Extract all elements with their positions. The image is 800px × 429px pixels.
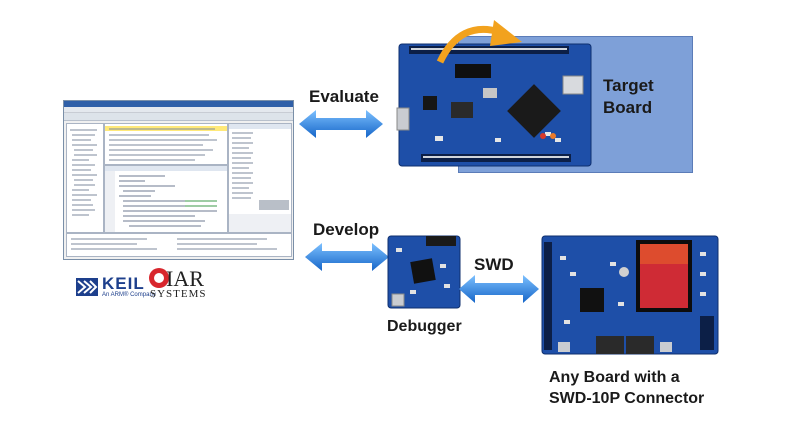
curved-arrow-icon (436, 20, 522, 64)
develop-label: Develop (313, 220, 380, 239)
ide-menubar (64, 107, 293, 113)
evaluate-arrow-icon (299, 110, 383, 138)
keil-name: KEIL (102, 274, 145, 293)
ide-output-pane (66, 233, 292, 257)
ide-editor-pane (104, 165, 228, 233)
target-board-label-line1: Target (603, 76, 654, 95)
ide-disassembly-lines (105, 126, 227, 161)
target-board-image (396, 43, 592, 167)
ide-disassembly-pane (104, 123, 228, 165)
ide-project-pane (66, 123, 104, 233)
develop-arrow-icon (305, 243, 389, 271)
ide-toolbar (64, 113, 293, 121)
ide-project-lines (70, 129, 97, 216)
any-board-label-line2: SWD-10P Connector (549, 390, 705, 407)
keil-mark-icon (76, 278, 98, 296)
ide-register-lines (229, 124, 291, 232)
any-board-label-line1: Any Board with a (549, 369, 680, 386)
iar-mark-icon (149, 268, 169, 288)
ide-titlebar (64, 101, 293, 107)
iar-logo: IAR SYSTEMS (148, 266, 208, 302)
debugger-image (387, 235, 461, 309)
ide-register-pane (228, 123, 292, 233)
ide-screenshot (63, 100, 294, 260)
keil-tagline: An ARM® Company (102, 292, 156, 298)
target-board-label-line2: Board (603, 98, 653, 117)
swd-label: SWD (474, 255, 514, 274)
any-board-image (541, 235, 719, 355)
iar-sub: SYSTEMS (150, 288, 207, 300)
iar-name: IAR (166, 266, 204, 291)
evaluate-label: Evaluate (309, 87, 379, 106)
ide-editor-lines (105, 166, 227, 232)
debugger-label: Debugger (387, 318, 462, 335)
ide-output-lines (71, 238, 277, 250)
swd-arrow-icon (459, 275, 539, 303)
